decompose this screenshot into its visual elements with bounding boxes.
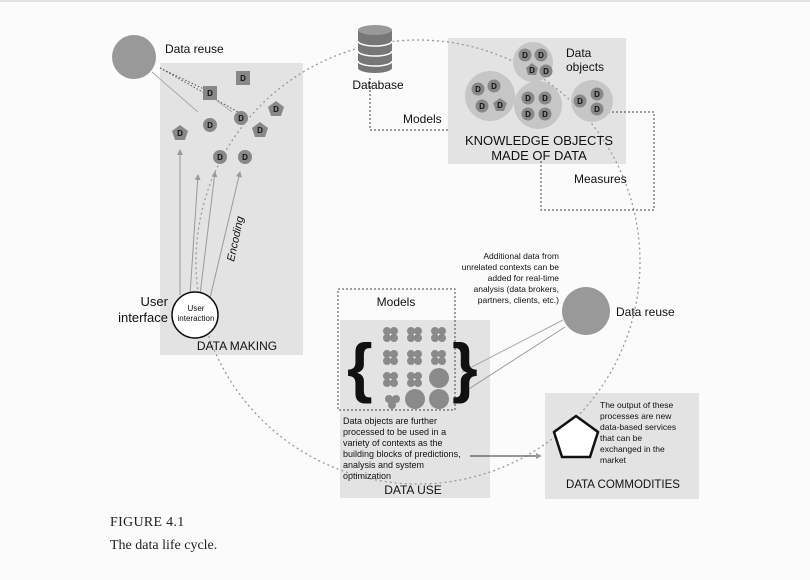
models-top-label: Models	[403, 112, 442, 126]
figure-label: FIGURE 4.1	[110, 515, 185, 530]
models-bracket-box	[337, 288, 456, 411]
user-interaction-label-line2: interaction	[178, 314, 215, 323]
data-reuse-right-label: Data reuse	[616, 305, 675, 319]
svg-text:D: D	[577, 97, 583, 106]
models-bottom-label: Models	[377, 295, 416, 309]
data-making-objects: D D D D D D D D D	[172, 71, 284, 164]
reuse-link-1	[159, 67, 207, 91]
svg-text:D: D	[525, 94, 531, 103]
svg-text:D: D	[525, 110, 531, 119]
pentagon-data-object	[172, 125, 188, 140]
svg-text:D: D	[479, 102, 485, 111]
pentagon-data-object	[268, 101, 284, 116]
user-interface-label-line2: interface	[118, 310, 168, 325]
data-use-text-line3: variety of contexts as the	[343, 438, 443, 448]
commodities-text-line2: processes are new	[600, 411, 672, 421]
circle-data-object	[238, 150, 252, 164]
d-letter: D	[238, 114, 244, 123]
commodities-text-line5: exchanged in the	[600, 444, 665, 454]
measures-label: Measures	[574, 172, 627, 186]
commodities-text-line1: The output of these	[600, 400, 674, 410]
d-letter: D	[257, 126, 263, 135]
circle-data-object	[203, 118, 217, 132]
additional-data-text-line4: analysis (data brokers,	[473, 284, 559, 294]
right-brace: }	[452, 330, 478, 404]
d-letter: D	[273, 105, 279, 114]
square-data-object	[236, 71, 250, 85]
svg-text:D: D	[491, 82, 497, 91]
svg-text:D: D	[594, 105, 600, 114]
knowledge-object-clusters: D D D D D D D D D D D D D D D	[465, 42, 613, 129]
data-reuse-right-circle	[562, 287, 610, 335]
commodities-text-line3: data-based services	[600, 422, 676, 432]
d-letter: D	[207, 121, 213, 130]
model-cluster-grid	[383, 327, 449, 409]
commodities-text-line4: that can be	[600, 433, 642, 443]
data-making-title: DATA MAKING	[197, 339, 277, 353]
data-use-text-line2: processed to be used in a	[343, 427, 446, 437]
measures-connector	[540, 111, 655, 211]
circle-data-object	[213, 150, 227, 164]
database-icon	[357, 25, 393, 73]
data-reuse-top-circle	[112, 35, 156, 79]
encoding-arrow-3	[199, 171, 218, 296]
user-interaction-label-line1: User	[188, 304, 205, 313]
svg-text:D: D	[522, 51, 528, 60]
data-objects-label-line2: objects	[566, 60, 604, 74]
models-bracket-group: { }	[347, 327, 478, 409]
svg-text:D: D	[542, 110, 548, 119]
data-use-text-line6: optimization	[343, 471, 391, 481]
top-rule	[0, 0, 810, 2]
user-interaction-circle	[171, 291, 219, 339]
svg-text:D: D	[497, 101, 503, 110]
data-commodities-title: DATA COMMODITIES	[566, 479, 680, 491]
additional-data-text-line5: partners, clients, etc.)	[478, 295, 559, 305]
reuse-link-2	[159, 67, 239, 113]
encoding-arrow-2	[189, 174, 201, 296]
additional-data-text-line2: unrelated contexts can be	[462, 262, 560, 272]
data-use-text-line5: analysis and system	[343, 460, 424, 470]
knowledge-objects-title-line1: KNOWLEDGE OBJECTS	[465, 133, 613, 148]
encoding-arrow-4	[209, 171, 242, 299]
d-letter: D	[207, 89, 213, 98]
knowledge-objects-title-line2: MADE OF DATA	[491, 148, 587, 163]
life-cycle-circle	[195, 39, 641, 485]
pentagon-data-object	[252, 122, 268, 137]
data-use-text-line4: building blocks of predictions,	[343, 449, 461, 459]
data-objects-label-line1: Data	[566, 46, 592, 60]
data-use-text-line1: Data objects are further	[343, 416, 437, 426]
additional-data-text-line1: Additional data from	[483, 251, 559, 261]
user-interface-label-line1: User	[141, 294, 169, 309]
pentagon-commodity-icon	[552, 414, 600, 459]
left-brace: {	[347, 330, 373, 404]
svg-text:D: D	[538, 51, 544, 60]
svg-text:D: D	[542, 94, 548, 103]
database-label: Database	[352, 78, 404, 92]
svg-text:D: D	[543, 67, 549, 76]
data-life-cycle-diagram: Data reuse D D D D D D D D D	[112, 25, 699, 499]
data-reuse-top-label: Data reuse	[165, 42, 224, 56]
circle-data-object	[234, 111, 248, 125]
d-letter: D	[240, 74, 246, 83]
svg-text:D: D	[529, 66, 535, 75]
reuse-right-link-2	[463, 326, 566, 393]
reuse-link-3	[151, 71, 199, 113]
d-letter: D	[217, 153, 223, 162]
d-letter: D	[242, 153, 248, 162]
reuse-right-link-1	[461, 319, 564, 373]
commodities-text-line6: market	[600, 455, 627, 465]
svg-text:D: D	[475, 85, 481, 94]
d-letter: D	[177, 129, 183, 138]
svg-text:D: D	[594, 90, 600, 99]
square-data-object	[203, 86, 217, 100]
additional-data-text-line3: added for real-time	[488, 273, 560, 283]
data-use-title: DATA USE	[384, 483, 442, 497]
figure-caption: The data life cycle.	[110, 538, 218, 553]
models-connector	[369, 78, 448, 131]
